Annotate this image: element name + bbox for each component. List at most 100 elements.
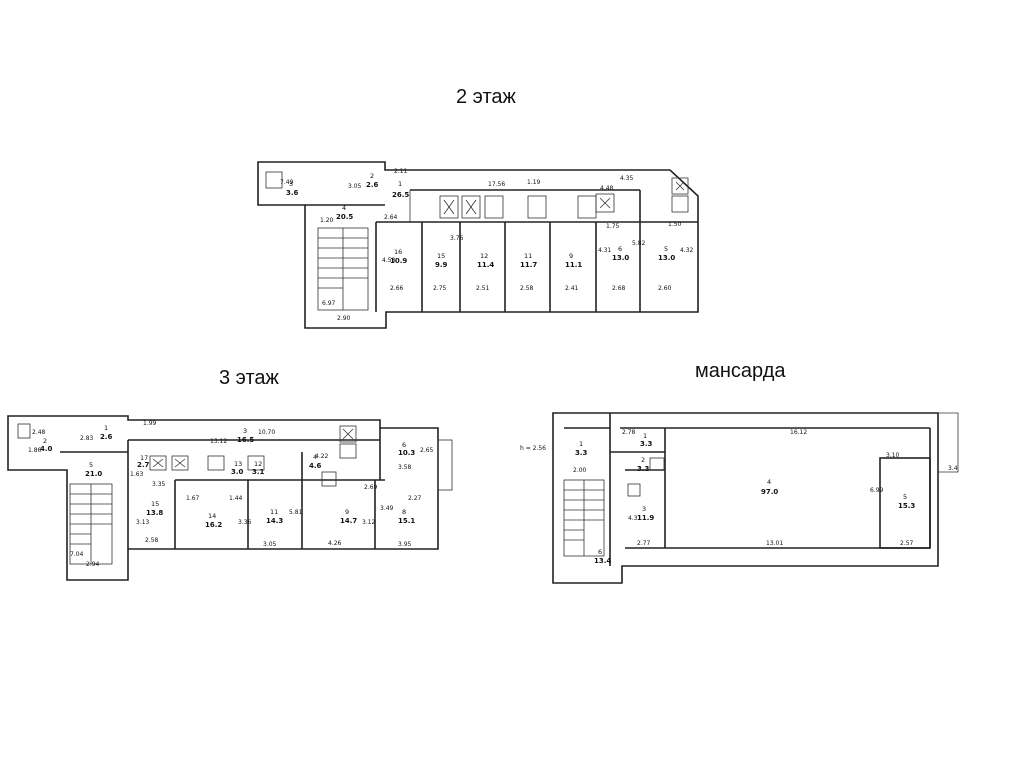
f3-dim: 2.94	[86, 561, 100, 568]
f2-dim: 2.68	[612, 285, 626, 292]
attic-title: мансарда	[695, 360, 786, 382]
f3-room-9-number: 9	[345, 508, 349, 516]
f3-room-14-area: 16.2	[205, 521, 222, 529]
attic-room-3-number: 3	[642, 505, 646, 513]
f3-room-13-area: 3.0	[231, 468, 244, 476]
f3-dim: 2.27	[408, 495, 422, 502]
f3-dim: 1.86	[28, 447, 42, 454]
f3-dim: 3.13	[136, 519, 150, 526]
f2-dim: 2.66	[390, 285, 404, 292]
attic-height: h = 2.56	[520, 445, 546, 452]
f2-dim: 2.64	[384, 214, 398, 221]
f3-dim: 4.26	[328, 540, 342, 547]
attic-room-6-area: 13.4	[594, 557, 611, 565]
f2-room-5-area: 13.0	[658, 254, 675, 262]
f3-dim: 3.05	[263, 541, 277, 548]
f3-dim: 3.49	[380, 505, 394, 512]
f3-dim: 1.67	[186, 495, 200, 502]
attic-room-5-number: 5	[903, 493, 907, 501]
attic-dim: 2.57	[900, 540, 914, 547]
f3-room-6-number: 6	[402, 441, 406, 449]
attic-room-4-area: 97.0	[761, 488, 778, 496]
f3-dim: 3.58	[398, 464, 412, 471]
f2-dim: 2.60	[658, 285, 672, 292]
attic-dim: 13.01	[766, 540, 783, 547]
f3-room-1-area: 2.6	[100, 433, 113, 441]
f2-dim: 2.58	[520, 285, 534, 292]
f3-dim: 3.12	[362, 519, 376, 526]
floor3-title: 3 этаж	[219, 367, 279, 389]
f3-room-5-number: 5	[89, 461, 93, 469]
attic-dim: 3.4	[948, 465, 958, 472]
f3-room-3-area: 16.5	[237, 436, 254, 444]
attic-room-1-number: 1	[579, 440, 583, 448]
attic-room-1b-number: 1	[643, 432, 647, 440]
f3-room-1-number: 1	[104, 424, 108, 432]
f3-room-4-number: 4	[313, 453, 317, 461]
f3-dim: 10.70	[258, 429, 275, 436]
f2-dim: 2.11	[394, 168, 408, 175]
attic-dim: 4.31	[628, 515, 642, 522]
f2-dim: 4.31	[598, 247, 612, 254]
f2-room-15-number: 15	[437, 252, 445, 260]
f2-room-15-area: 9.9	[435, 261, 448, 269]
attic-dim: 2.78	[622, 429, 636, 436]
f2-room-6-area: 13.0	[612, 254, 629, 262]
f2-dim: 6.97	[322, 300, 336, 307]
f2-room-9-area: 11.1	[565, 261, 582, 269]
f3-room-3-number: 3	[243, 427, 247, 435]
attic-room-2-number: 2	[641, 456, 645, 464]
f3-dim: 2.69	[364, 484, 378, 491]
f2-room-2-number: 2	[370, 172, 374, 180]
f3-room-4-area: 4.6	[309, 462, 322, 470]
f3-room-8-area: 15.1	[398, 517, 415, 525]
f3-dim: 3.35	[152, 481, 166, 488]
attic-dim: 3.10	[886, 452, 900, 459]
f3-dim: 2.83	[80, 435, 94, 442]
f2-room-11-area: 11.7	[520, 261, 537, 269]
floor2-title: 2 этаж	[456, 86, 516, 108]
f3-room-17-number: 17	[140, 454, 148, 462]
f2-room-2-area: 2.6	[366, 181, 379, 189]
f2-room-9-number: 9	[569, 252, 573, 260]
f3-room-12-number: 12	[254, 460, 262, 468]
f2-room-5-number: 5	[664, 245, 668, 253]
f3-dim: 2.58	[145, 537, 159, 544]
f2-room-6-number: 6	[618, 245, 622, 253]
f2-room-4-area: 20.5	[336, 213, 353, 221]
attic-room-4-number: 4	[767, 478, 771, 486]
f3-dim: 3.36	[238, 519, 252, 526]
f2-dim: 2.90	[337, 315, 351, 322]
f3-room-2-area: 4.0	[40, 445, 53, 453]
f2-dim: 7.49	[280, 179, 294, 186]
f2-dim: 2.51	[476, 285, 490, 292]
attic-plan: h = 2.56 1 3.3 1 3.3 2 3.3 3 11.9 4 97.0…	[520, 412, 959, 584]
f3-room-15-area: 13.8	[146, 509, 163, 517]
f3-room-11-area: 14.3	[266, 517, 283, 525]
attic-dim: 2.77	[637, 540, 651, 547]
f2-dim: 3.05	[348, 183, 362, 190]
attic-room-1-area: 3.3	[575, 449, 588, 457]
f3-dim: 1.44	[229, 495, 243, 502]
f3-dim: 13.12	[210, 438, 227, 445]
f3-room-6-area: 10.3	[398, 449, 415, 457]
f3-room-8-number: 8	[402, 508, 406, 516]
f2-dim: 5.82	[632, 240, 646, 247]
f2-dim: 4.35	[620, 175, 634, 182]
f2-dim: 1.19	[527, 179, 541, 186]
f3-room-2-number: 2	[43, 437, 47, 445]
f2-room-16-area: 10.9	[390, 257, 407, 265]
f3-room-15-number: 15	[151, 500, 159, 508]
f2-dim: 1.20	[320, 217, 334, 224]
f3-dim: 2.65	[420, 447, 434, 454]
f2-room-11-number: 11	[524, 252, 532, 260]
attic-room-5-area: 15.3	[898, 502, 915, 510]
attic-room-1b-area: 3.3	[640, 440, 653, 448]
f2-room-4-number: 4	[342, 204, 346, 212]
f3-dim: 2.48	[32, 429, 46, 436]
f2-room-3-number: 3	[289, 180, 293, 188]
f3-room-5-area: 21.0	[85, 470, 102, 478]
f2-dim: 2.75	[433, 285, 447, 292]
f3-room-9-area: 14.7	[340, 517, 357, 525]
